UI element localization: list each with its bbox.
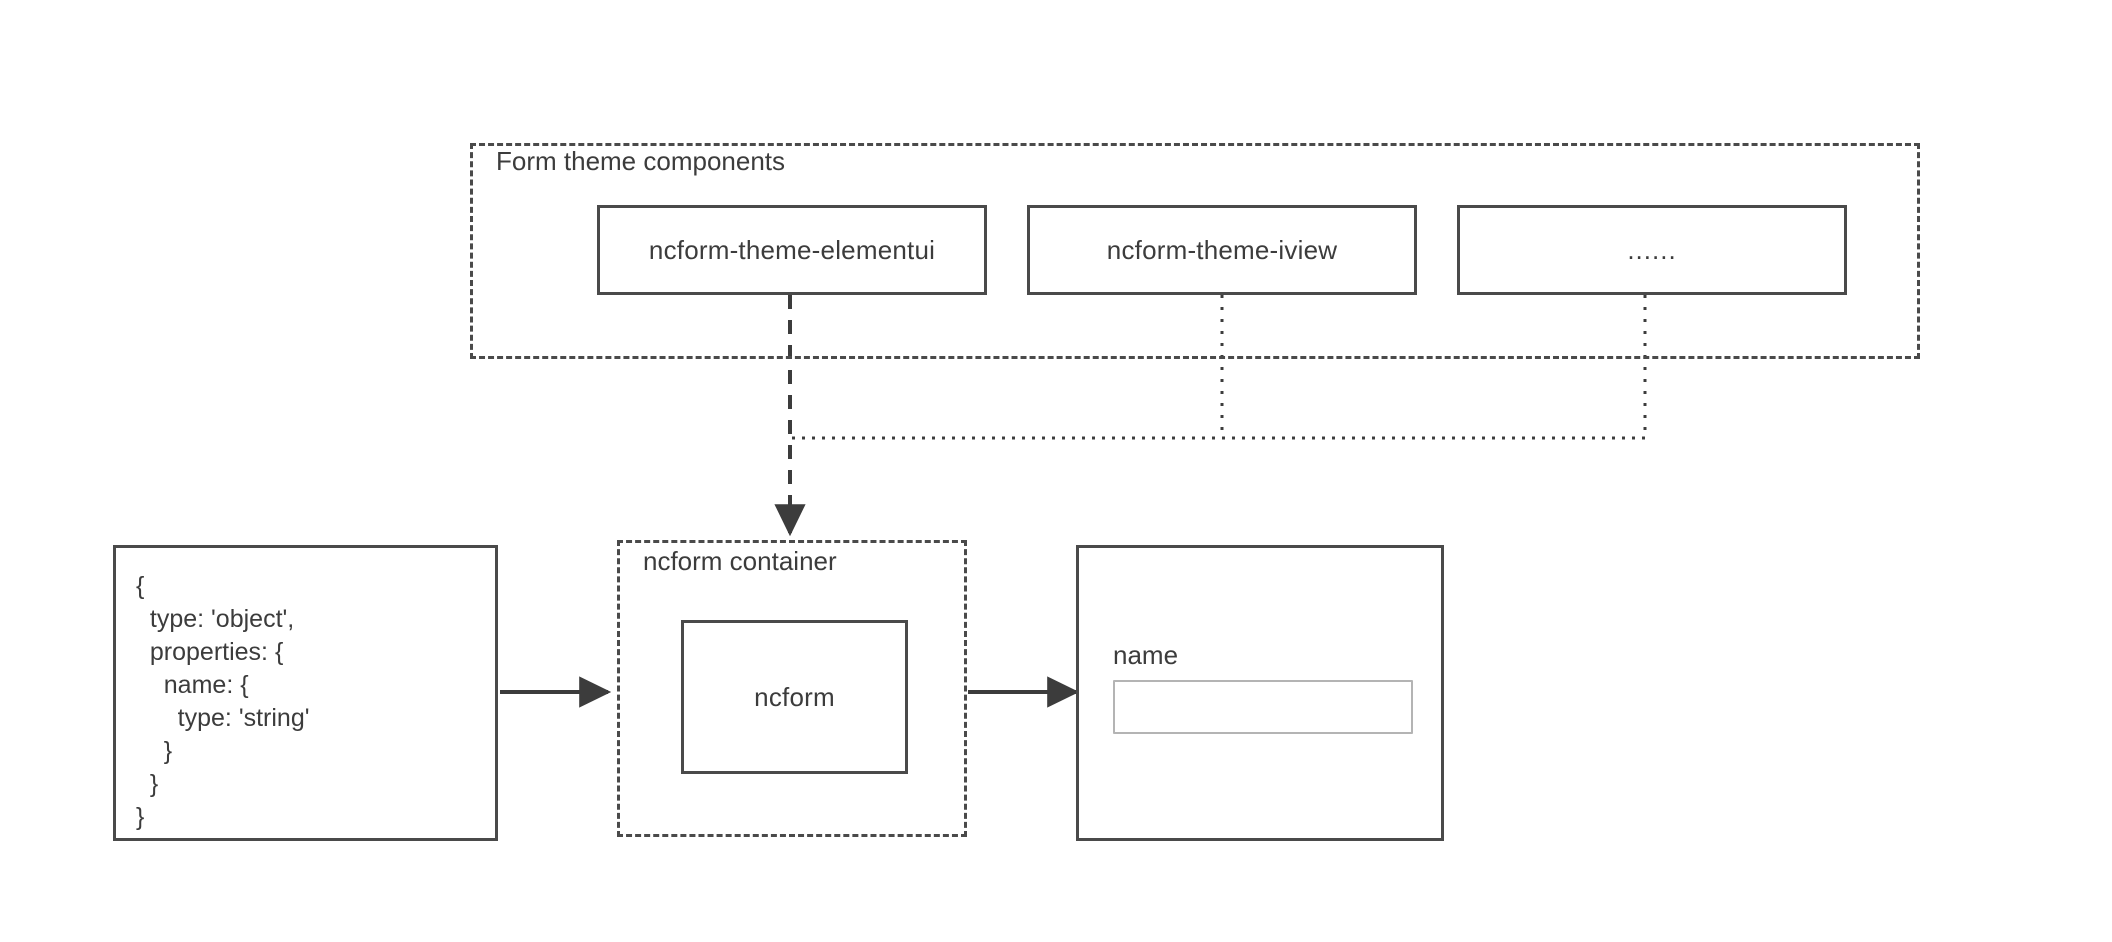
theme-box-iview-label: ncform-theme-iview — [1106, 234, 1338, 265]
form-theme-components-label: Form theme components — [490, 148, 792, 174]
ncform-box[interactable]: ncform — [681, 620, 908, 774]
theme-box-elementui[interactable]: ncform-theme-elementui — [597, 205, 987, 295]
theme-box-elementui-label: ncform-theme-elementui — [648, 234, 936, 265]
form-field-label-name: name — [1113, 640, 1179, 670]
schema-definition-box: { type: 'object', properties: { name: { … — [113, 545, 498, 841]
ncform-box-label: ncform — [754, 681, 835, 712]
theme-box-other[interactable]: ...... — [1457, 205, 1847, 295]
form-theme-components-group — [470, 143, 1920, 359]
schema-definition-code: { type: 'object', properties: { name: { … — [136, 572, 310, 831]
theme-box-other-label: ...... — [1627, 234, 1677, 265]
name-input[interactable] — [1113, 680, 1413, 734]
rendered-form-panel: name — [1076, 545, 1444, 841]
ncform-container-group — [617, 540, 967, 837]
theme-box-iview[interactable]: ncform-theme-iview — [1027, 205, 1417, 295]
ncform-container-label: ncform container — [637, 548, 843, 574]
